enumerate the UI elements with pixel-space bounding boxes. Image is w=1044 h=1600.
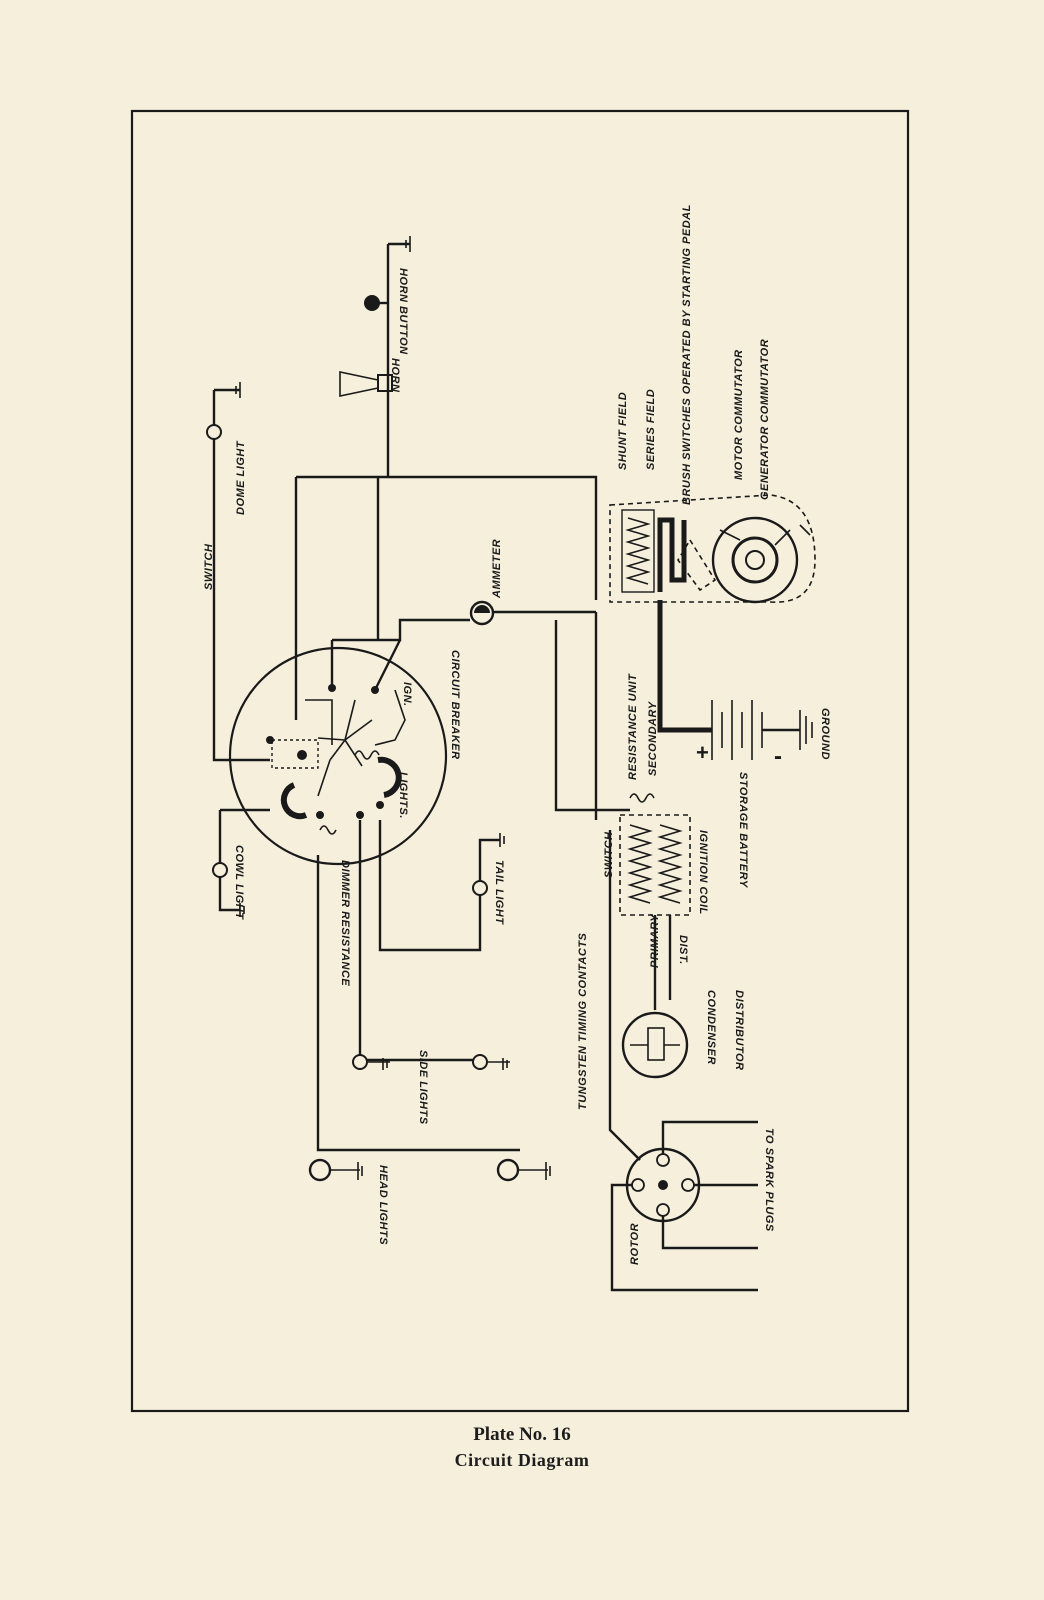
lighting-switch-dial [228, 646, 448, 866]
label-ign: IGN. [401, 682, 413, 707]
label-dome-light: DOME LIGHT [235, 440, 247, 515]
label-dist: DIST. [677, 935, 689, 965]
label-shunt-field: SHUNT FIELD [617, 392, 629, 470]
label-switch-dome: SWITCH [203, 543, 215, 590]
label-horn-button: HORN BUTTON [397, 268, 409, 355]
diagram-frame [130, 109, 910, 1413]
side-light-icon [472, 1054, 488, 1070]
distributor-condenser [610, 1011, 758, 1292]
label-ammeter: AMMETER [491, 539, 503, 599]
lamp-circuits [308, 820, 551, 1182]
storage-battery-icon [711, 700, 813, 760]
label-generator-commutator: GENERATOR COMMUTATOR [759, 339, 771, 500]
dome-light-icon [206, 424, 222, 440]
plate-number: Plate No. 16 [473, 1424, 571, 1445]
horn-icon [377, 374, 393, 392]
label-primary: PRIMARY [649, 913, 661, 968]
label-ignition-coil: IGNITION COIL [697, 830, 709, 915]
label-secondary: SECONDARY [647, 700, 659, 776]
label-tungsten: TUNGSTEN TIMING CONTACTS [577, 932, 589, 1110]
label-head-lights: HEAD LIGHTS [377, 1165, 389, 1245]
label-switch-ign: SWITCH [603, 831, 615, 878]
motor-generator-unit [609, 494, 816, 733]
label-cowl-light: COWL LIGHT [233, 845, 245, 920]
label-horn: HORN [389, 358, 401, 393]
ignition-coil [608, 793, 691, 1161]
dome-light-circuit [206, 382, 270, 762]
label-distributor: DISTRIBUTOR [733, 990, 745, 1070]
label-circuit-breaker: CIRCUIT BREAKER [449, 650, 461, 760]
horn-circuit [339, 236, 411, 477]
ammeter-icon [469, 600, 495, 626]
label-storage-battery: STORAGE BATTERY [737, 772, 749, 889]
label-dimmer-resistance: DIMMER RESISTANCE [339, 860, 351, 986]
condenser-icon [621, 1011, 689, 1079]
label-series-field: SERIES FIELD [645, 389, 657, 470]
label-resistance-unit: RESISTANCE UNIT [627, 673, 639, 780]
label-minus: - [774, 743, 783, 770]
tail-light-icon [472, 880, 488, 896]
label-tail-light: TAIL LIGHT [493, 860, 505, 925]
label-side-lights: SIDE LIGHTS [417, 1050, 429, 1125]
label-motor-commutator: MOTOR COMMUTATOR [733, 349, 745, 480]
cowl-light-icon [212, 862, 228, 878]
side-light-icon [352, 1054, 368, 1070]
label-rotor: ROTOR [629, 1223, 641, 1265]
plate-title: Circuit Diagram [454, 1450, 590, 1470]
head-light-icon [496, 1158, 520, 1182]
label-ground: GROUND [819, 708, 831, 760]
cowl-light-circuit [212, 808, 270, 917]
label-plus: + [696, 740, 709, 765]
label-lights: LIGHTS. [397, 772, 409, 819]
label-brush-switches: BRUSH SWITCHES OPERATED BY STARTING PEDA… [681, 204, 693, 505]
label-condenser: CONDENSER [705, 990, 717, 1065]
head-light-icon [308, 1158, 332, 1182]
label-spark-plugs: TO SPARK PLUGS [763, 1128, 775, 1232]
